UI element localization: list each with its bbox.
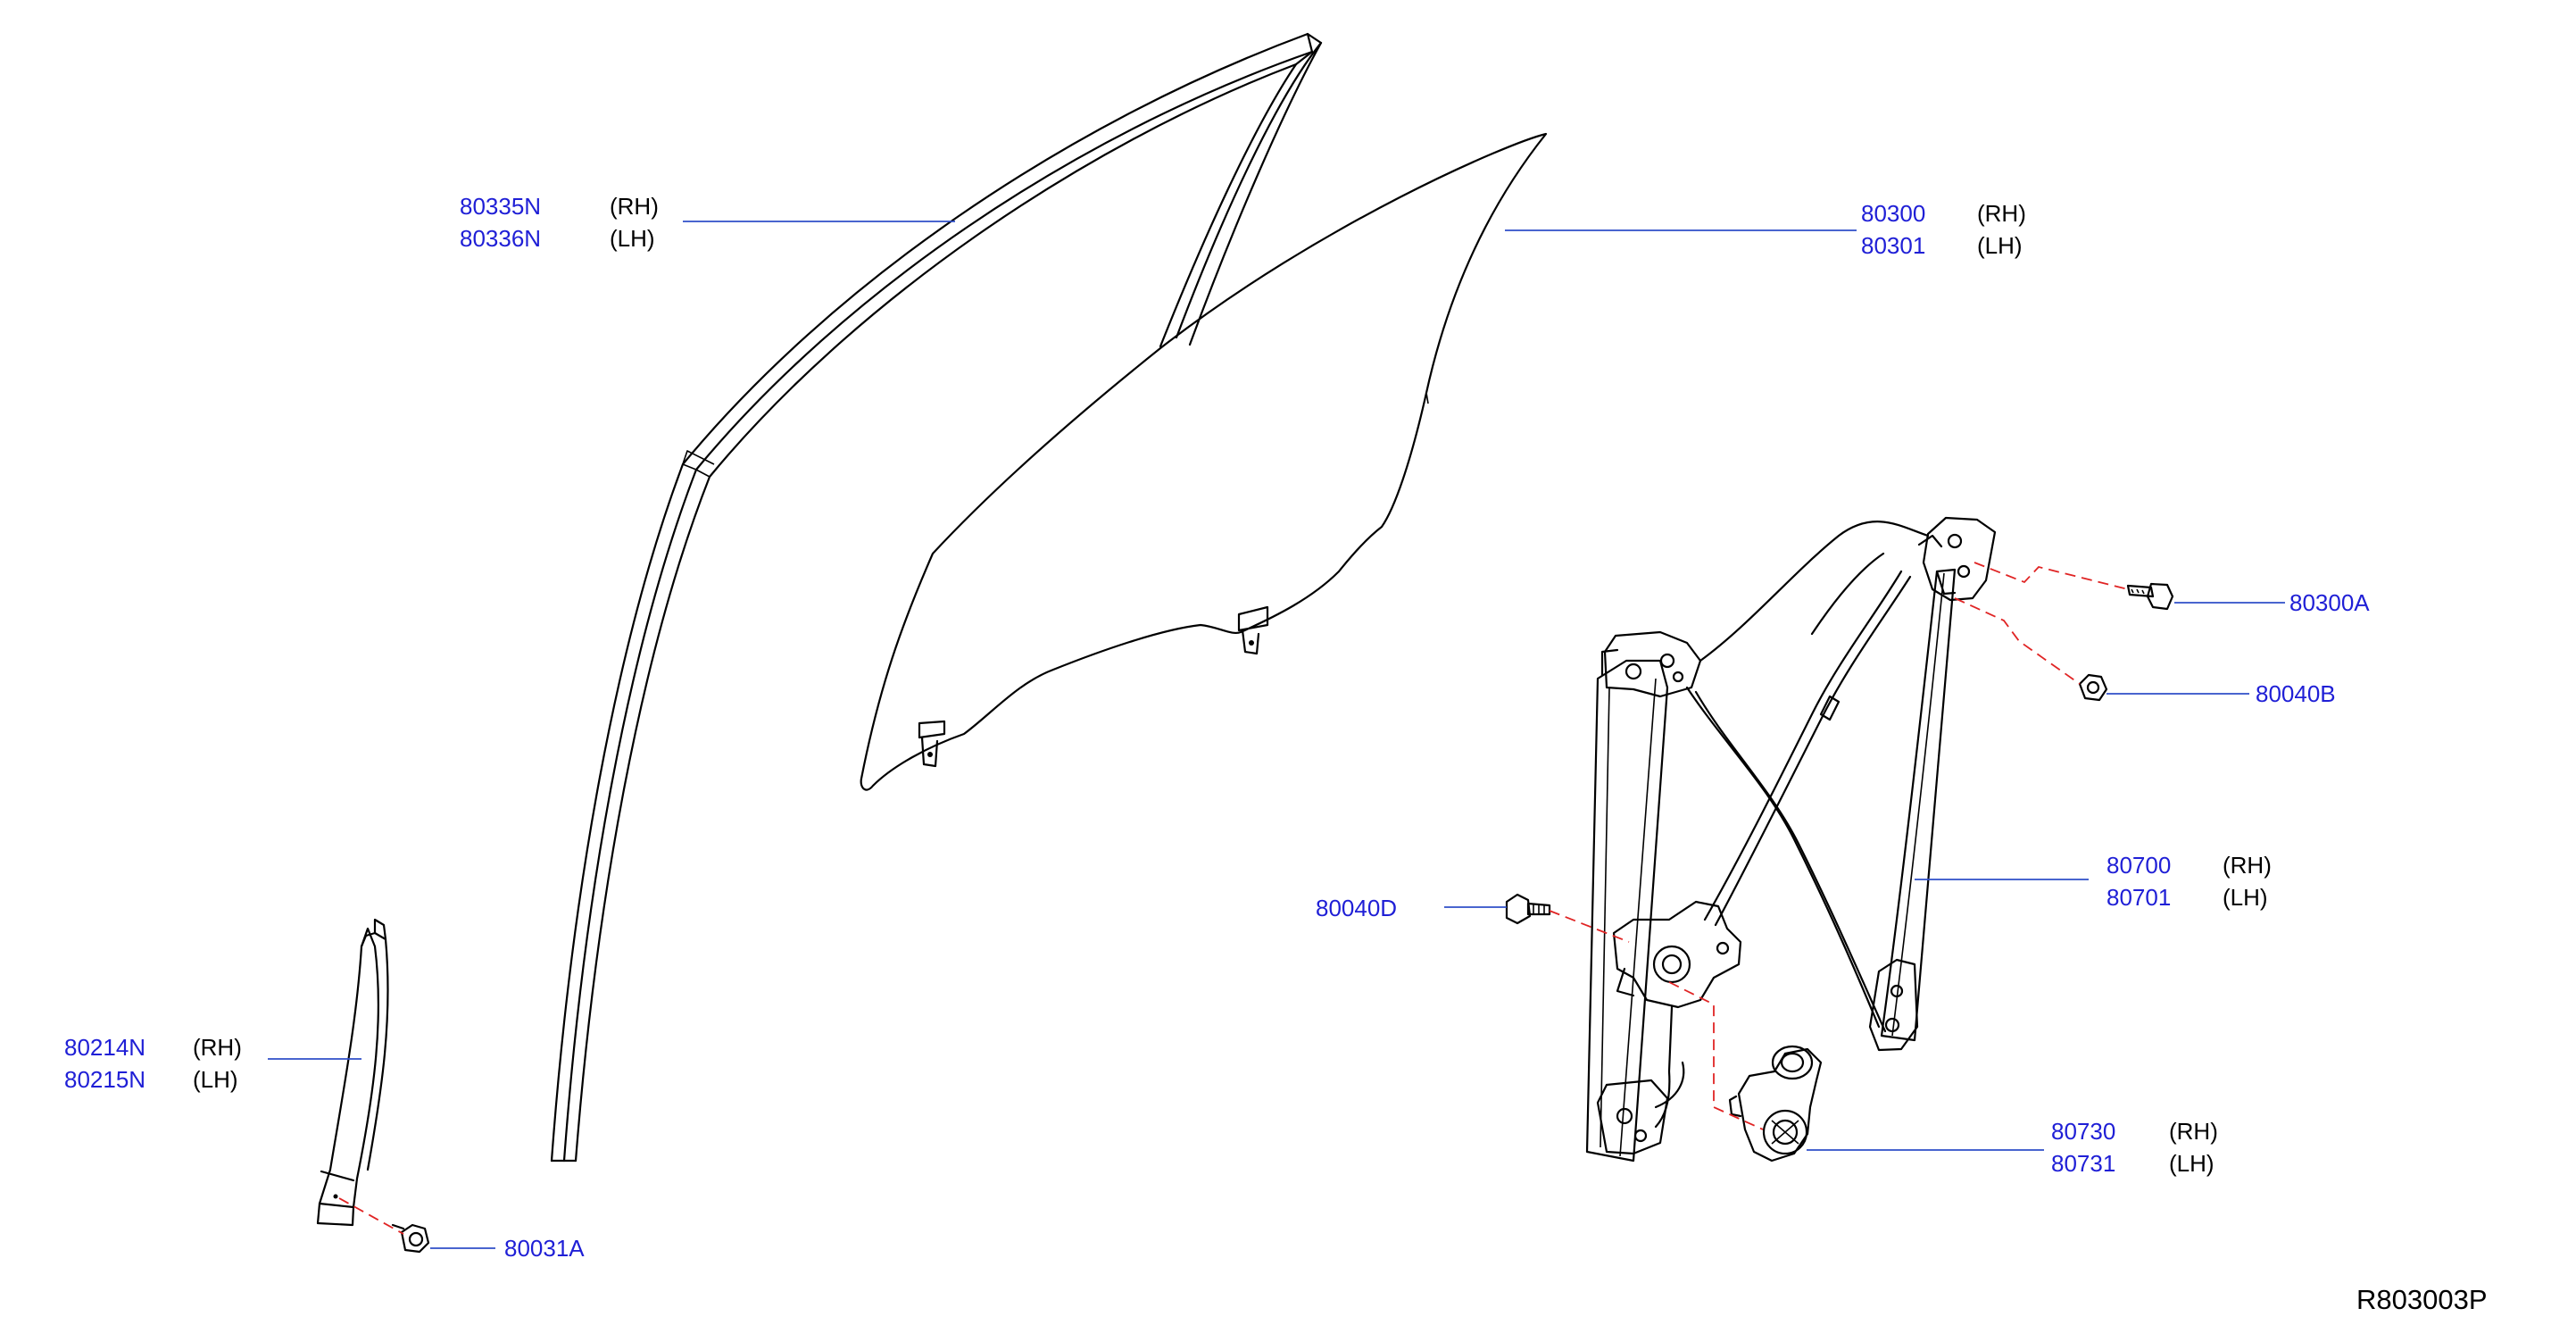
part-number-80730: 80730 [2051,1118,2115,1145]
diagram-code: R803003P [2356,1284,2488,1315]
part-number-80301: 80301 [1861,232,1925,259]
side-rh: (RH) [2223,852,2272,879]
callout-regulator: 80700 80701 (RH) (LH) [2107,852,2272,911]
part-number-80214n: 80214N [64,1034,145,1061]
part-number-80040d: 80040D [1316,895,1397,921]
part-number-80040b: 80040B [2256,680,2336,707]
dashed-line-80300a [1974,562,2129,590]
part-number-80031a: 80031A [504,1235,585,1262]
window-motor[interactable] [1728,1045,1823,1162]
callout-motor: 80730 80731 (RH) (LH) [2051,1118,2218,1177]
side-lh: (LH) [1977,232,2023,259]
callout-sash: 80335N 80336N (RH) (LH) [460,193,659,252]
clip-80031a-shape [391,1223,430,1254]
callout-nut-b: 80040B [2256,680,2336,707]
dashed-line-80040d [1549,910,1630,943]
door-glass[interactable] [860,132,1548,791]
part-number-80300a: 80300A [2289,589,2370,616]
part-number-80335n: 80335N [460,193,541,220]
dashed-line-80730 [1668,981,1764,1130]
callout-glass: 80300 80301 (RH) (LH) [1861,200,2026,259]
side-rh: (RH) [193,1034,242,1061]
side-lh: (LH) [2169,1150,2215,1177]
dashed-line-80040b [1954,597,2081,685]
callout-bolt-a: 80300A [2289,589,2370,616]
side-lh: (LH) [193,1066,238,1093]
part-number-80300: 80300 [1861,200,1925,227]
dashed-line-80031a [338,1197,404,1235]
bolt-80040d-shape [1505,893,1551,925]
bolt-80300a-shape [2126,582,2174,611]
side-lh: (LH) [610,225,655,252]
part-number-80701: 80701 [2107,884,2171,911]
callout-garnish: 80214N 80215N (RH) (LH) [64,1034,242,1093]
part-number-80336n: 80336N [460,225,541,252]
side-rh: (RH) [2169,1118,2218,1145]
part-number-80215n: 80215N [64,1066,145,1093]
callout-clip: 80031A [504,1235,585,1262]
side-lh: (LH) [2223,884,2268,911]
nut-80040b-shape [2078,673,2108,702]
side-rh: (RH) [1977,200,2026,227]
side-rh: (RH) [610,193,659,220]
door-sash-run-channel[interactable] [550,32,1323,1162]
part-number-80731: 80731 [2051,1150,2115,1177]
callout-bolt-d: 80040D [1316,895,1397,921]
window-regulator[interactable] [1585,516,1997,1162]
door-garnish-trim[interactable] [316,918,389,1227]
part-number-80700: 80700 [2107,852,2171,879]
